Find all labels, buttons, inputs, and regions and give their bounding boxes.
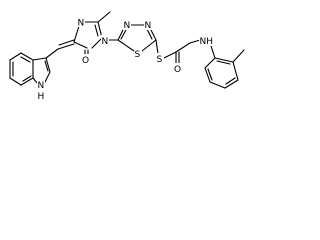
atom-o-imidazolone: O [82,56,89,66]
molecule-diagram: N O N N N S S O NH N H [0,0,249,118]
atom-n-imidazole-ring: N [102,37,109,47]
atom-s-thioester: S [157,55,163,65]
atom-s-thiadiazole: S [135,50,141,60]
atom-nh-amine: NH [200,37,214,47]
tolyl-ring [204,45,245,89]
atom-labels: N O N N N S S O NH N H [37,16,213,102]
indole-benzene-ring [9,52,34,86]
methylidene-bridge [45,39,75,59]
atom-h-indole: H [38,92,45,102]
atom-n-imidazole-top: N [78,19,85,29]
thioester-chain [155,39,201,66]
structure-svg: N O N N N S S O NH N H [9,11,245,102]
atom-o-carbonyl: O [174,65,181,75]
atom-n-thiadiazole-left: N [124,21,131,31]
atom-n-thiadiazole-right: N [145,21,152,31]
atom-n-indole: N [38,81,45,91]
